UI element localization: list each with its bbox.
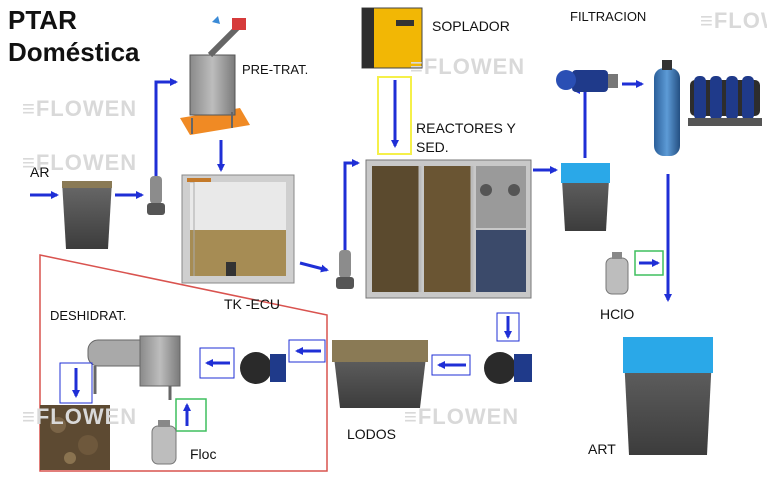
sludge-arrow-highlight	[431, 354, 471, 376]
watermark: ≡FLOWEN	[410, 54, 526, 79]
label-tk-ecu: TK -ECU	[224, 296, 280, 312]
lodos-out-highlight	[288, 339, 326, 363]
label-reactores: REACTORES Y SED.	[416, 119, 516, 157]
pump-icon	[147, 176, 165, 215]
clear-water-tank	[561, 163, 610, 231]
watermark: ≡FLOWEN	[22, 404, 138, 429]
blower-unit	[361, 7, 423, 69]
pump-out-highlight	[199, 347, 235, 379]
hclo-highlight	[634, 250, 664, 276]
label-art: ART	[588, 441, 616, 457]
label-soplador: SOPLADOR	[432, 18, 510, 34]
label-deshidrat: DESHIDRAT.	[50, 308, 127, 323]
label-pre-trat: PRE-TRAT.	[242, 62, 309, 77]
lodos-tank	[332, 340, 428, 408]
label-reactores-line-2: SED.	[416, 139, 449, 155]
label-hclo: HClO	[600, 306, 635, 322]
floc-tank-icon	[151, 420, 177, 465]
watermark: ≡FLOWEN	[22, 150, 138, 175]
watermark: ≡FLOWEN	[22, 96, 138, 121]
deshidrat-frame	[39, 254, 328, 472]
dewatering-pump-icon	[240, 352, 286, 384]
arrow-pump-to-reactor	[343, 159, 360, 250]
art-tank	[623, 337, 713, 455]
filter-vessel	[654, 60, 680, 156]
title-line-2: Doméstica	[8, 37, 140, 67]
arrow-pump-to-pretrat	[154, 78, 178, 176]
sludge-pump-icon	[484, 352, 532, 384]
watermark: ≡FLOWEN	[404, 404, 520, 429]
floc-highlight	[175, 398, 207, 432]
label-filtracion: FILTRACION	[570, 9, 647, 24]
pretrat-screen	[180, 16, 250, 135]
filter-pump-icon	[556, 70, 618, 92]
watermark: ≡FLOWEN	[700, 8, 767, 33]
ar-tank	[62, 181, 112, 249]
arrow-buffer-to-filter-pump	[572, 86, 587, 158]
pump-icon	[336, 250, 354, 289]
page-title: PTAR Doméstica	[8, 4, 140, 68]
label-ar: AR	[30, 164, 50, 180]
press-down-highlight	[59, 362, 93, 404]
arrow-tk-to-pump	[299, 261, 329, 273]
reactor-tank	[365, 159, 532, 299]
blower-highlight	[377, 76, 412, 155]
label-lodos: LODOS	[347, 426, 397, 442]
screw-press	[87, 335, 181, 400]
sludge-return-highlight	[496, 312, 520, 342]
label-reactores-line-1: REACTORES Y	[416, 120, 516, 136]
hclo-tank-icon	[605, 252, 629, 295]
sludge-cake-photo	[40, 405, 110, 470]
tk-ecu-tank	[181, 174, 295, 284]
title-line-1: PTAR	[8, 5, 77, 35]
disc-filters	[688, 76, 762, 126]
label-floc: Floc	[190, 446, 217, 462]
